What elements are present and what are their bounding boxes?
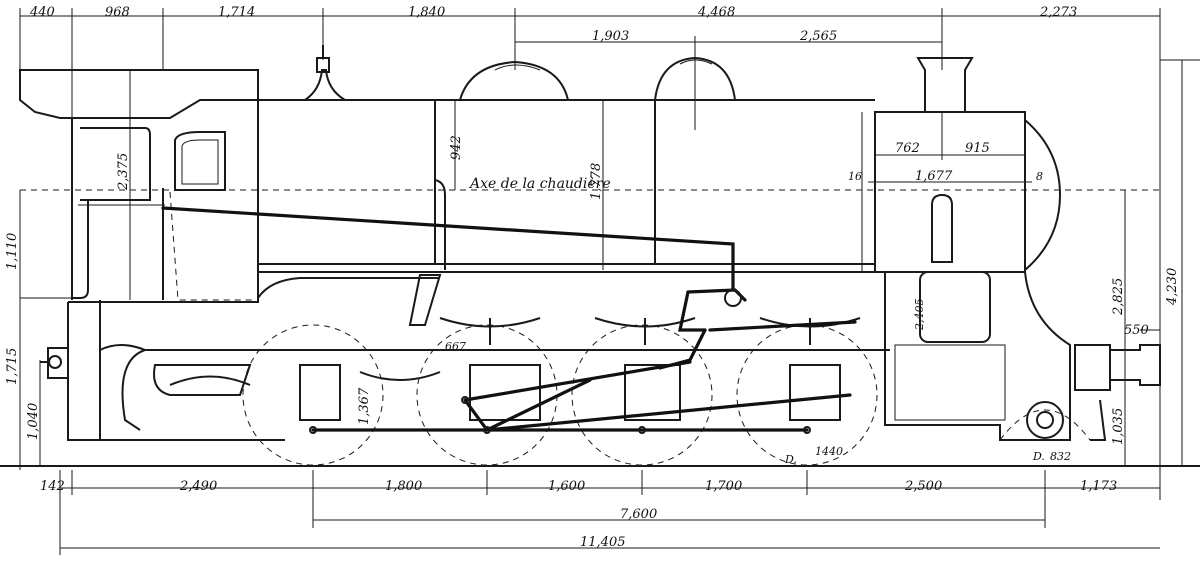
dim-2273: 2,273 bbox=[1039, 5, 1077, 20]
dim-915: 915 bbox=[965, 141, 990, 156]
dim-11405: 11,405 bbox=[580, 535, 626, 550]
dim-942: 942 bbox=[449, 135, 464, 160]
dim-16: 16 bbox=[848, 170, 862, 183]
dim-1040: 1,040 bbox=[26, 403, 41, 440]
inner-dimension-lines bbox=[19, 59, 1200, 470]
dim-1367: 1,367 bbox=[357, 387, 372, 425]
dim-550: 550 bbox=[1124, 323, 1149, 338]
dim-2565: 2,565 bbox=[799, 29, 837, 44]
dim-1903: 1,903 bbox=[592, 29, 629, 44]
dim-1800: 1,800 bbox=[385, 479, 422, 494]
dim-1173: 1,173 bbox=[1080, 479, 1117, 494]
dim-667: 667 bbox=[445, 340, 466, 353]
dim-1714: 1,714 bbox=[218, 5, 255, 20]
valve-gear bbox=[161, 206, 857, 434]
boiler bbox=[20, 45, 1160, 273]
dim-142: 142 bbox=[40, 479, 65, 494]
frame bbox=[40, 271, 1161, 441]
dim-1677: 1,677 bbox=[915, 169, 953, 184]
boiler-axis-label: Axe de la chaudière bbox=[468, 176, 611, 192]
dim-7600: 7,600 bbox=[620, 507, 657, 522]
bottom-dimension-lines bbox=[59, 470, 1160, 555]
dim-1840: 1,840 bbox=[408, 5, 445, 20]
dim-2490: 2,490 bbox=[179, 479, 217, 494]
dim-2500: 2,500 bbox=[904, 479, 942, 494]
dim-1700: 1,700 bbox=[705, 479, 742, 494]
dim-762: 762 bbox=[895, 141, 920, 156]
dim-440: 440 bbox=[29, 5, 55, 20]
dim-8: 8 bbox=[1036, 170, 1043, 183]
dim-832: 832 bbox=[1050, 450, 1071, 463]
dim-1778: 1,778 bbox=[589, 163, 604, 200]
dim-1440: 1440 bbox=[815, 445, 843, 458]
dim-968: 968 bbox=[105, 5, 130, 20]
dim-4230: 4,230 bbox=[1165, 268, 1180, 306]
dim-2375: 2,375 bbox=[116, 153, 131, 191]
label-d-driving: D. bbox=[784, 453, 797, 466]
label-d-bogie: D. bbox=[1032, 450, 1045, 463]
top-dimension-lines bbox=[19, 8, 1161, 500]
dim-1715: 1,715 bbox=[5, 348, 20, 385]
dim-1035: 1,035 bbox=[1111, 408, 1126, 445]
dim-2825: 2,825 bbox=[1111, 278, 1126, 316]
dim-1600: 1,600 bbox=[548, 479, 585, 494]
dim-1110: 1,110 bbox=[5, 233, 20, 270]
dim-4468: 4,468 bbox=[697, 5, 735, 20]
cab bbox=[19, 69, 259, 301]
